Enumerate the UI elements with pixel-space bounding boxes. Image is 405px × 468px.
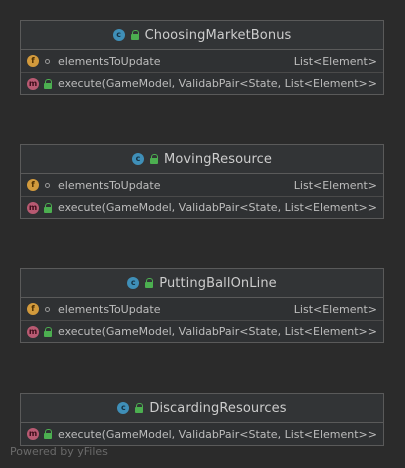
class-header: c PuttingBallOnLine — [21, 269, 383, 298]
method-row[interactable]: m execute(GameModel, Validable) Pair<Sta… — [21, 196, 383, 218]
class-box-moving-resource[interactable]: c MovingResource f elementsToUpdate List… — [20, 144, 384, 219]
method-icon: m — [27, 77, 39, 90]
method-row[interactable]: m execute(GameModel, Validable) Pair<Sta… — [21, 72, 383, 94]
field-type: List<Element> — [293, 178, 377, 192]
field-icon: f — [27, 303, 39, 315]
class-header: c MovingResource — [21, 145, 383, 174]
class-name: DiscardingResources — [149, 400, 287, 416]
field-icon: f — [27, 179, 39, 191]
watermark-text: Powered by yFiles — [10, 445, 108, 458]
method-icon: m — [27, 325, 39, 338]
class-name: ChoosingMarketBonus — [144, 27, 292, 43]
field-name: elementsToUpdate — [58, 302, 161, 316]
method-row[interactable]: m execute(GameModel, Validable) Pair<Sta… — [21, 423, 383, 445]
class-box-discarding-resources[interactable]: c DiscardingResources m execute(GameMode… — [20, 393, 384, 446]
public-lock-icon — [135, 403, 144, 413]
class-icon: c — [127, 277, 140, 289]
public-lock-icon — [44, 326, 52, 337]
method-return-type: Pair<State, List<Element>> — [218, 325, 377, 338]
method-return-type: Pair<State, List<Element>> — [218, 427, 377, 441]
method-icon: m — [27, 428, 39, 440]
method-signature: execute(GameModel, Validable) — [58, 427, 219, 441]
class-header: c DiscardingResources — [21, 394, 383, 423]
package-private-icon — [45, 306, 50, 312]
public-lock-icon — [44, 429, 52, 439]
public-lock-icon — [44, 78, 52, 89]
method-row[interactable]: m execute(GameModel, Validable) Pair<Sta… — [21, 320, 383, 342]
field-row[interactable]: f elementsToUpdate List<Element> — [21, 174, 383, 196]
method-return-type: Pair<State, List<Element>> — [218, 201, 377, 214]
class-icon: c — [132, 153, 144, 165]
class-icon: c — [112, 29, 125, 41]
method-icon: m — [27, 201, 39, 214]
method-signature: execute(GameModel, Validable) — [58, 201, 219, 214]
class-box-putting-ball-on-line[interactable]: c PuttingBallOnLine f elementsToUpdate L… — [20, 268, 384, 343]
field-row[interactable]: f elementsToUpdate List<Element> — [21, 298, 383, 320]
method-signature: execute(GameModel, Validable) — [58, 325, 219, 338]
public-lock-icon — [130, 30, 139, 40]
class-name: PuttingBallOnLine — [159, 275, 277, 291]
method-return-type: Pair<State, List<Element>> — [218, 77, 377, 90]
method-signature: execute(GameModel, Validable) — [58, 77, 219, 90]
field-icon: f — [27, 55, 39, 67]
public-lock-icon — [145, 278, 154, 288]
class-name: MovingResource — [164, 151, 272, 167]
field-row[interactable]: f elementsToUpdate List<Element> — [21, 50, 383, 72]
field-type: List<Element> — [293, 54, 377, 68]
package-private-icon — [45, 58, 50, 64]
package-private-icon — [45, 182, 50, 188]
public-lock-icon — [150, 154, 158, 164]
class-header: c ChoosingMarketBonus — [21, 21, 383, 50]
public-lock-icon — [44, 202, 52, 213]
class-box-choosing-market-bonus[interactable]: c ChoosingMarketBonus f elementsToUpdate… — [20, 20, 384, 95]
field-name: elementsToUpdate — [58, 178, 161, 192]
field-name: elementsToUpdate — [58, 54, 161, 68]
field-type: List<Element> — [293, 302, 377, 316]
class-icon: c — [117, 402, 130, 414]
